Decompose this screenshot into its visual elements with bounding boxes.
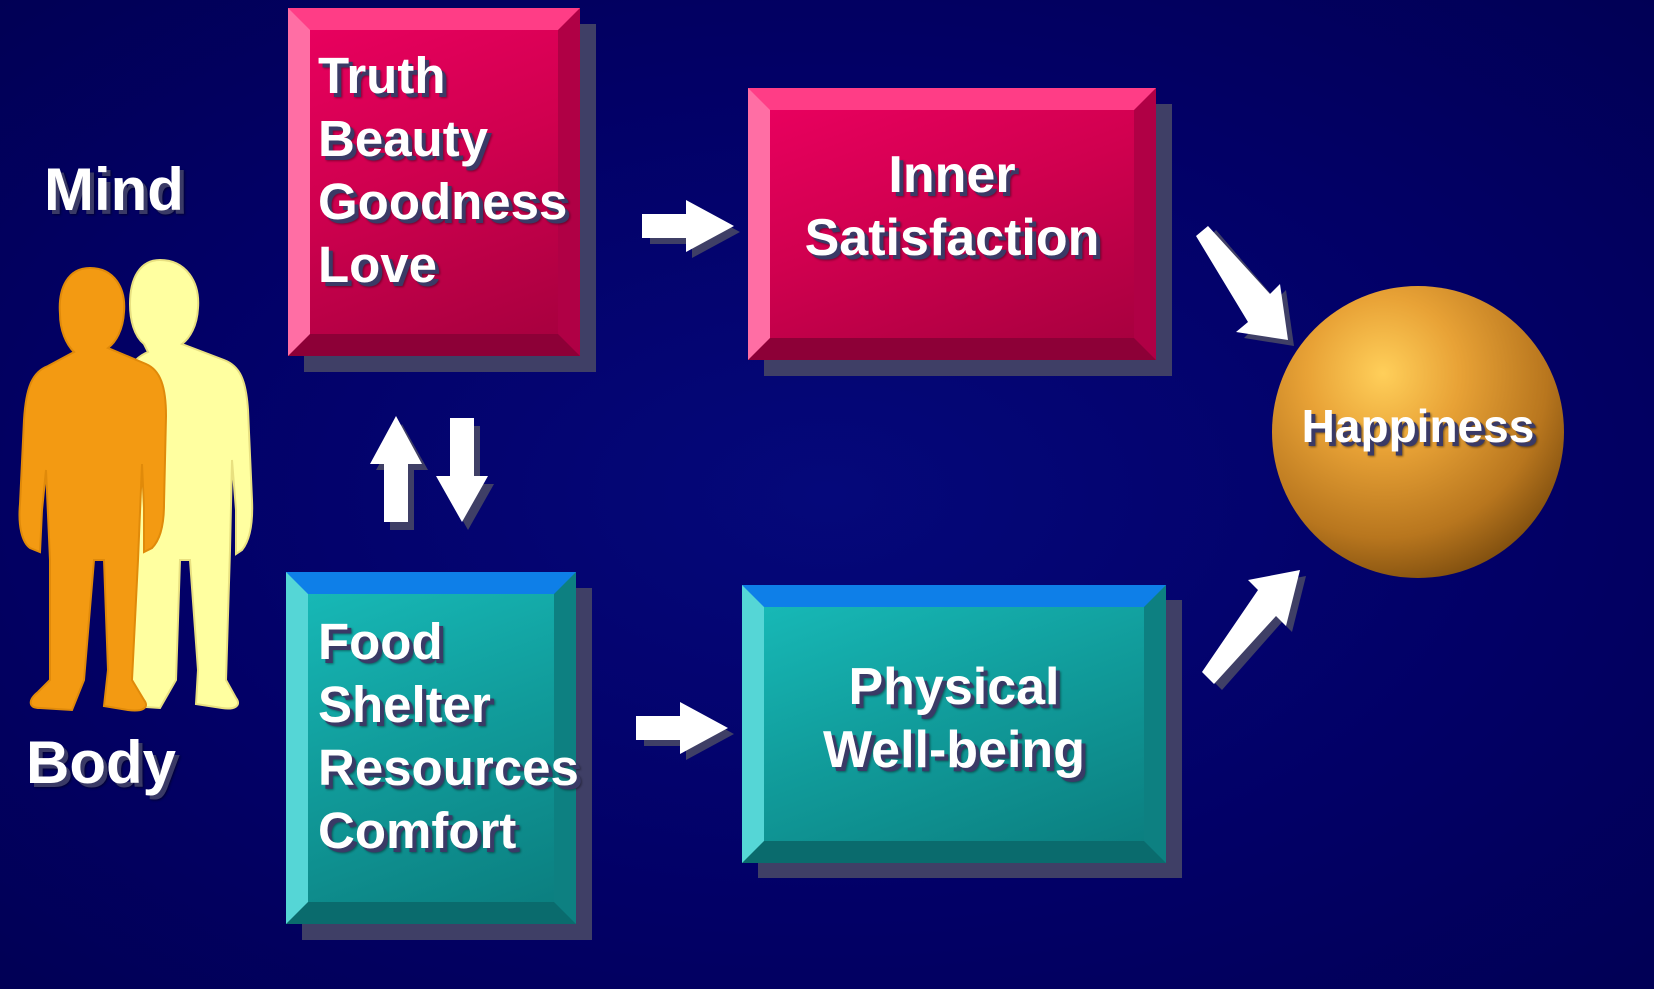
arrow-right-icon bbox=[642, 200, 740, 258]
inner-satisfaction-text: Inner Satisfaction bbox=[748, 144, 1156, 270]
arrow-up-icon bbox=[370, 416, 428, 530]
box-line: Inner bbox=[888, 146, 1016, 204]
list-item: Goodness bbox=[318, 173, 568, 230]
happiness-sphere-icon bbox=[1272, 286, 1564, 578]
front-figure-icon bbox=[18, 266, 168, 712]
arrow-down-icon bbox=[436, 418, 494, 530]
physical-wellbeing-box bbox=[742, 585, 1166, 863]
box-line: Physical bbox=[848, 658, 1060, 716]
arrow-right-icon bbox=[636, 702, 734, 760]
mind-values-box bbox=[288, 8, 580, 356]
body-needs-list: Food Shelter Resources Comfort bbox=[318, 610, 579, 862]
body-needs-box bbox=[286, 572, 576, 924]
box-line: Satisfaction bbox=[804, 209, 1100, 267]
mind-values-list: Truth Beauty Goodness Love bbox=[318, 44, 567, 296]
list-item: Shelter bbox=[318, 676, 491, 733]
list-item: Love bbox=[318, 236, 438, 293]
list-item: Beauty bbox=[318, 110, 489, 167]
list-item: Resources bbox=[318, 739, 579, 796]
body-label: Body bbox=[26, 729, 176, 796]
happiness-label: Happiness bbox=[1301, 400, 1535, 452]
list-item: Comfort bbox=[318, 802, 517, 859]
list-item: Food bbox=[318, 613, 443, 670]
box-line: Well-being bbox=[823, 721, 1085, 779]
arrow-diagonal-down-icon bbox=[1196, 226, 1294, 346]
arrow-diagonal-up-icon bbox=[1202, 570, 1306, 690]
people-figures-icon bbox=[18, 258, 254, 712]
list-item: Truth bbox=[318, 47, 446, 104]
inner-satisfaction-box bbox=[748, 88, 1156, 360]
physical-wellbeing-text: Physical Well-being bbox=[742, 656, 1166, 782]
mind-label: Mind bbox=[44, 156, 184, 223]
